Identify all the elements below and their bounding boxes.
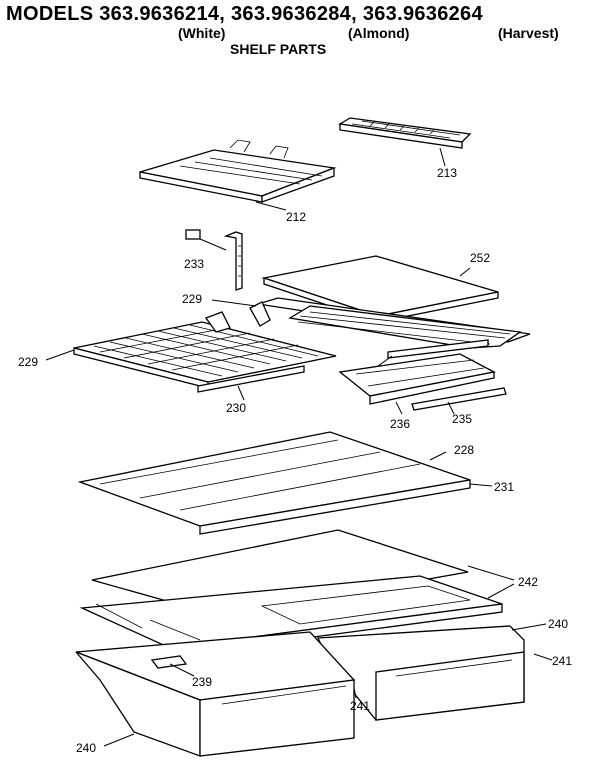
leader-213 xyxy=(439,147,446,167)
part-229-right-drawing xyxy=(249,297,531,349)
models-title: MODELS 363.9636214, 363.9636284, 363.963… xyxy=(6,3,483,25)
leader-212 xyxy=(255,201,287,211)
leader-242-a xyxy=(467,565,515,581)
leader-228 xyxy=(429,451,447,461)
section-subtitle: SHELF PARTS xyxy=(230,41,327,57)
label-228: 228 xyxy=(454,443,474,457)
label-252: 252 xyxy=(470,251,490,265)
part-235-drawing xyxy=(411,387,507,411)
part-230-right-drawing xyxy=(387,339,489,359)
part-236-drawing xyxy=(338,353,496,405)
leader-241-left xyxy=(353,687,357,699)
label-242: 242 xyxy=(518,575,538,589)
label-239: 239 xyxy=(192,675,212,689)
leader-233 xyxy=(199,238,227,251)
leader-231 xyxy=(469,483,493,487)
leader-241-right xyxy=(533,653,553,661)
leader-230-right xyxy=(377,355,393,367)
part-239-drawing xyxy=(150,655,188,669)
label-233: 233 xyxy=(184,257,204,271)
leader-235 xyxy=(447,401,455,415)
label-241-left: 241 xyxy=(350,699,370,713)
label-229-left: 229 xyxy=(18,355,38,369)
label-213: 213 xyxy=(437,166,457,180)
part-213-drawing xyxy=(338,117,472,149)
part-229-left-drawing xyxy=(73,311,337,389)
leader-240-left xyxy=(103,733,135,747)
variant-almond: (Almond) xyxy=(348,25,410,41)
part-230-left-drawing xyxy=(197,365,305,393)
leader-252 xyxy=(459,267,471,277)
leader-229-left xyxy=(45,349,75,361)
leader-239 xyxy=(169,663,195,677)
label-229-right: 229 xyxy=(182,292,202,306)
label-236: 236 xyxy=(390,417,410,431)
label-235: 235 xyxy=(452,412,472,426)
part-233-drawing xyxy=(185,229,243,291)
leader-229-right xyxy=(211,299,257,307)
leader-240-right xyxy=(511,623,547,631)
label-231: 231 xyxy=(494,480,514,494)
variant-harvest: (Harvest) xyxy=(498,25,559,41)
label-212: 212 xyxy=(286,210,306,224)
variant-white: (White) xyxy=(178,25,226,41)
label-240-right: 240 xyxy=(548,617,568,631)
part-212-drawing xyxy=(139,139,337,203)
label-240-left: 240 xyxy=(76,741,96,755)
label-241-right: 241 xyxy=(552,654,572,668)
part-228-drawing xyxy=(77,431,471,535)
leader-242-b xyxy=(487,583,515,599)
part-240-drawing xyxy=(75,625,525,757)
leader-230-left xyxy=(237,385,245,401)
diagram-header: MODELS 363.9636214, 363.9636284, 363.963… xyxy=(0,0,608,62)
leader-236 xyxy=(395,401,403,415)
label-230-left: 230 xyxy=(226,401,246,415)
